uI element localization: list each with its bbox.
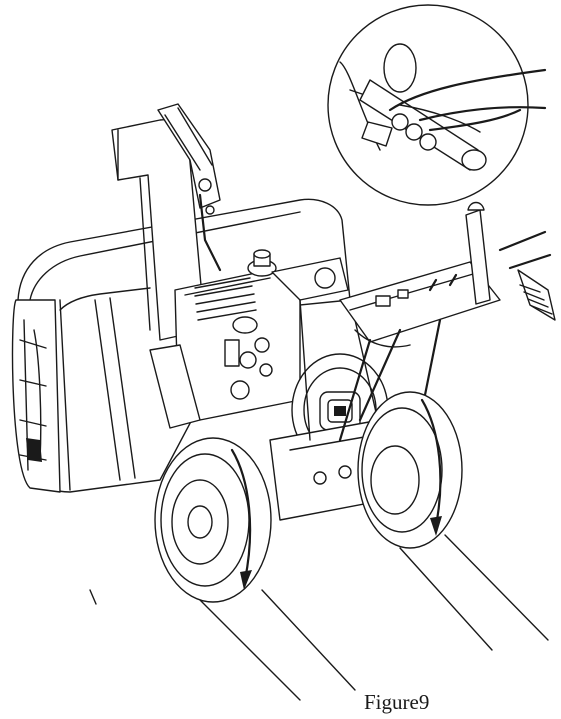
handle-grip-right — [519, 284, 553, 315]
engine-fins — [194, 277, 257, 321]
engine-block — [174, 249, 349, 421]
wheel-right — [357, 391, 463, 549]
wheel-left — [154, 437, 272, 603]
detail-inset — [327, 4, 547, 206]
discharge-chute — [111, 103, 222, 341]
figure-caption: Figure9 — [364, 690, 430, 714]
handlebar-assembly — [338, 201, 556, 442]
ground-track-lines — [89, 534, 549, 701]
frame — [149, 299, 386, 521]
